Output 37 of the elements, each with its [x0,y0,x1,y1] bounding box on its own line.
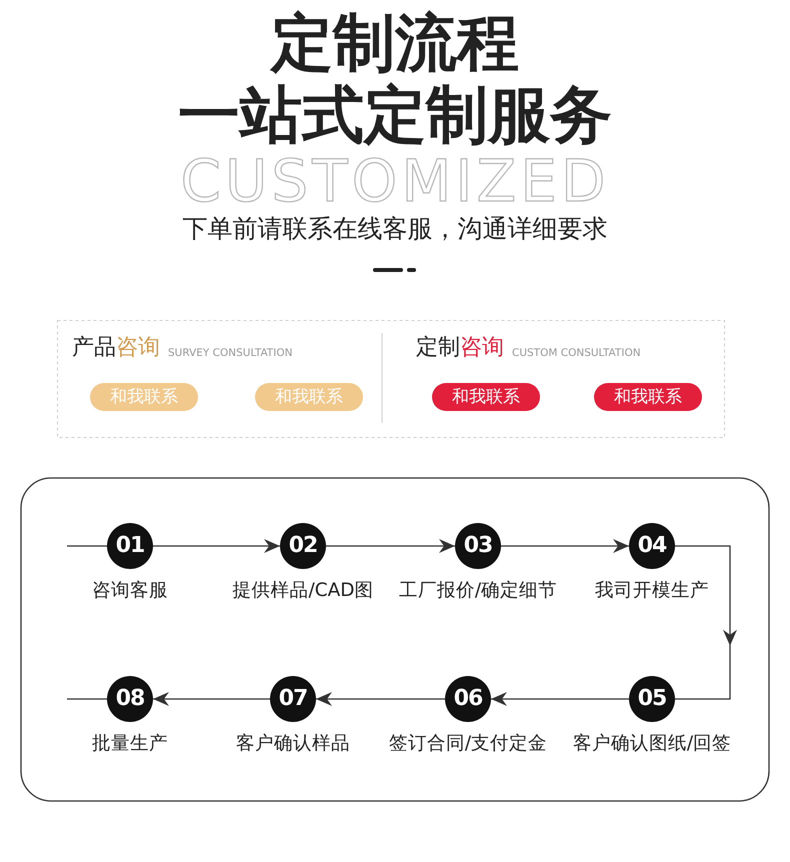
arrow [675,545,737,700]
step-circle: 03 [455,523,501,569]
section-subheading: SURVEY CONSULTATION [168,346,292,360]
step-label: 批量生产 [91,732,169,756]
subtitle: 下单前请联系在线客服，沟通详细要求 [182,213,608,245]
step-circle: 05 [629,676,675,722]
arrow [501,539,629,553]
arrow [153,692,270,706]
arrow [491,692,629,706]
step-label: 提供样品/CAD图 [231,579,375,603]
step-label: 咨询客服 [91,579,169,603]
arrow [316,692,445,706]
section-subheading: CUSTOM CONSULTATION [512,346,641,360]
contact-button: 和我联系 [255,383,363,411]
contact-button: 和我联系 [594,383,702,411]
contact-button: 和我联系 [432,383,540,411]
background-word: CUSTOMIZED [179,150,611,212]
contact-button: 和我联系 [90,383,198,411]
section-heading: 咨询 [116,334,160,362]
step-circle: 08 [107,676,153,722]
step-label: 客户确认样品 [235,732,351,756]
step-circle: 06 [445,676,491,722]
step-circle: 02 [280,523,326,569]
step-label: 签订合同/支付定金 [388,732,548,756]
step-circle: 07 [270,676,316,722]
arrow [326,539,455,553]
step-label: 客户确认图纸/回签 [572,732,732,756]
step-circle: 01 [107,523,153,569]
section-heading: 咨询 [460,334,504,362]
section-heading: 产品 [72,334,116,362]
step-label: 工厂报价/确定细节 [398,579,558,603]
section-heading: 定制 [416,334,460,362]
arrow [153,539,280,553]
title: 一站式定制服务 [177,78,613,152]
title: 定制流程 [268,6,520,80]
step-label: 我司开模生产 [594,579,710,603]
step-circle: 04 [629,523,675,569]
